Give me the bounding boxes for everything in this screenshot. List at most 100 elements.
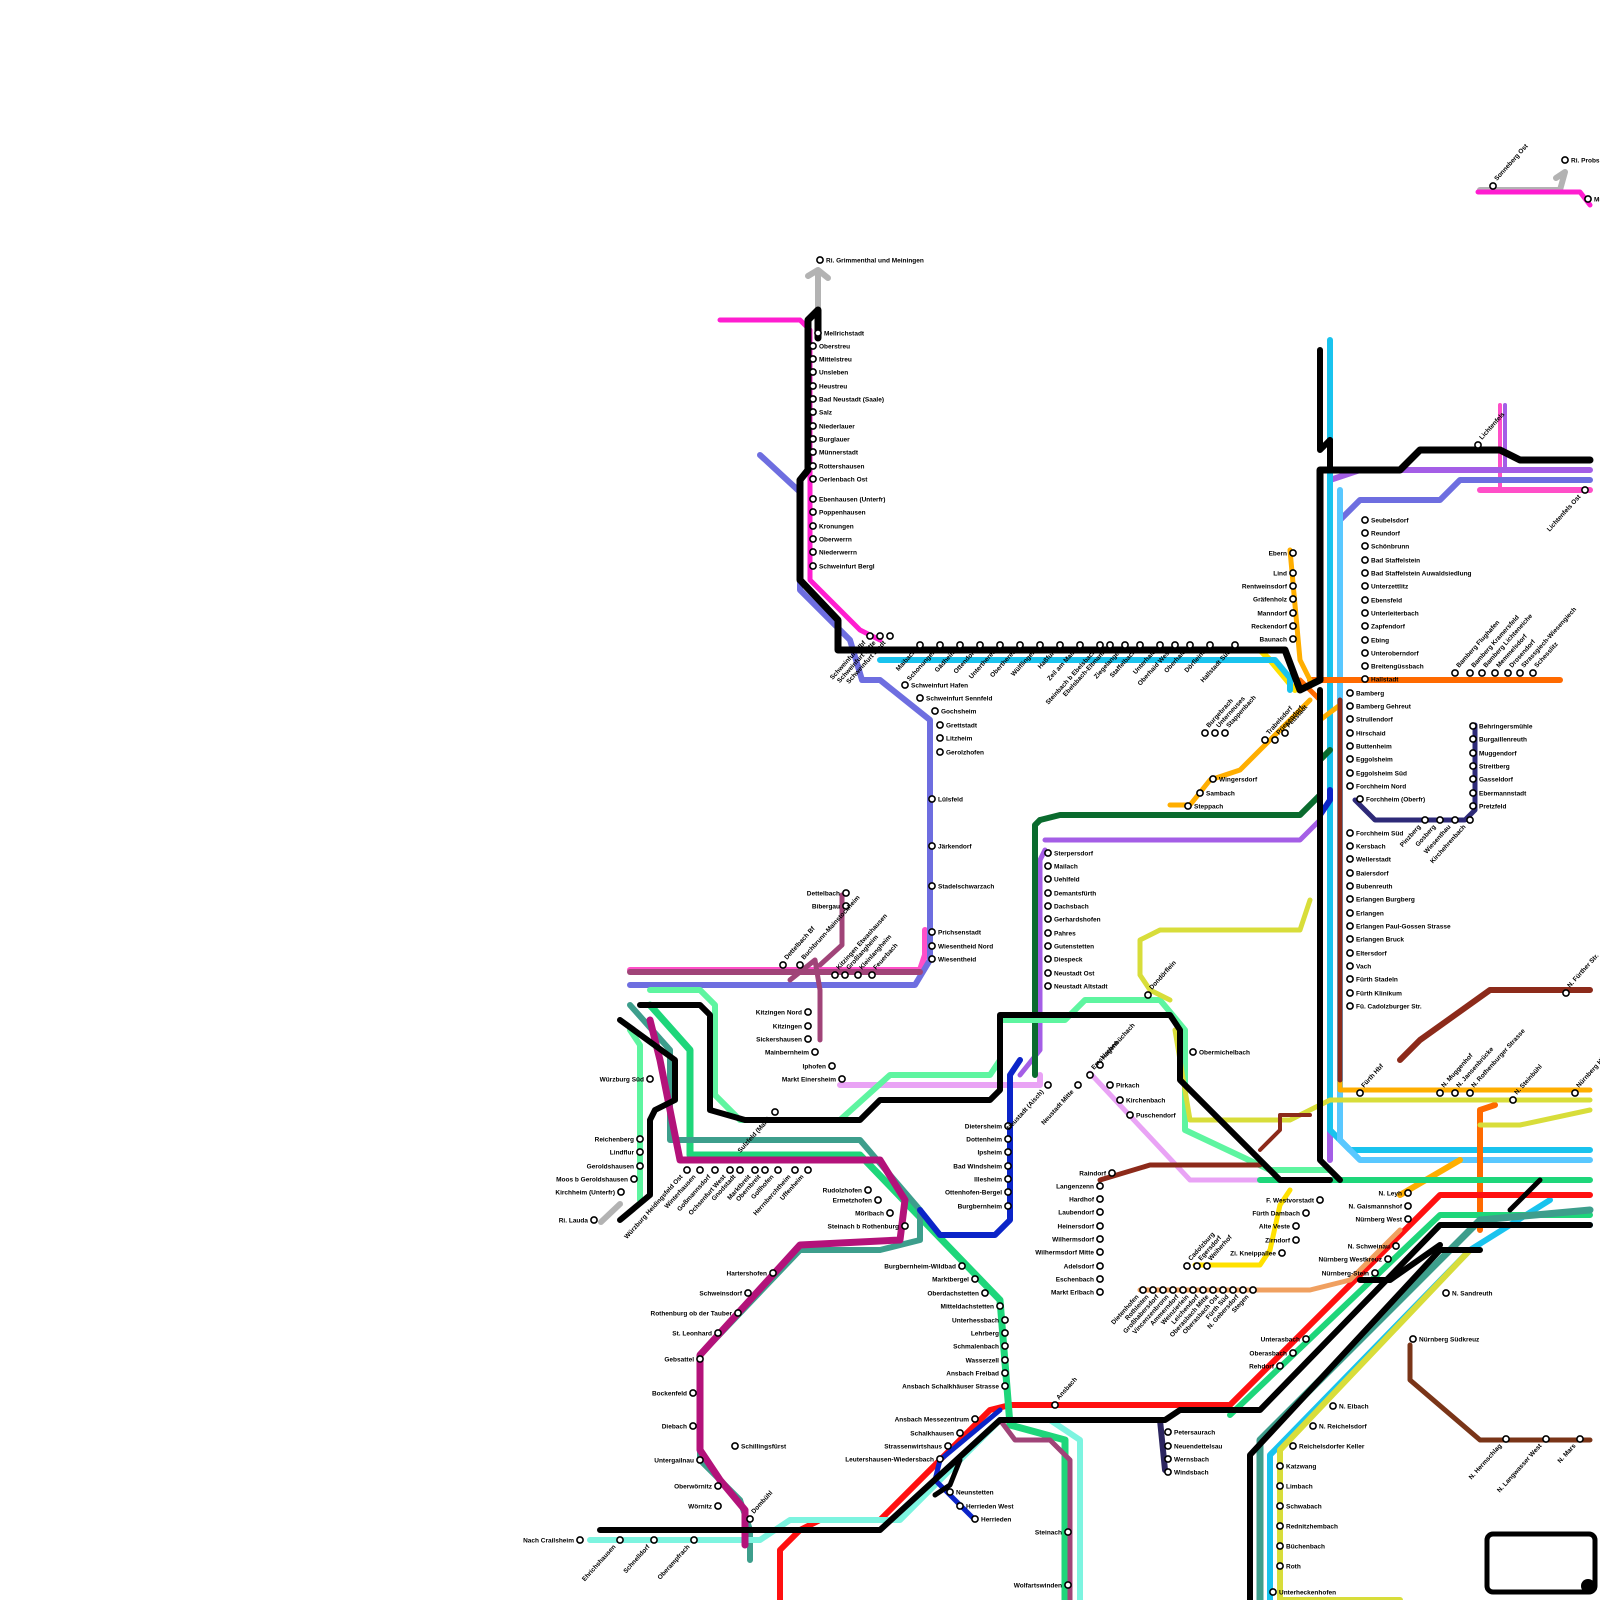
station-marker[interactable]: [637, 1163, 643, 1169]
station-marker[interactable]: [1347, 976, 1353, 982]
station-marker[interactable]: [647, 1076, 653, 1082]
station-marker[interactable]: [697, 1356, 703, 1362]
station-marker[interactable]: [1347, 896, 1353, 902]
station-marker[interactable]: [732, 1443, 738, 1449]
station-marker[interactable]: [1185, 803, 1191, 809]
station-marker[interactable]: [1097, 1249, 1103, 1255]
station-marker[interactable]: [1165, 1443, 1171, 1449]
station-marker[interactable]: [1503, 1436, 1509, 1442]
station-marker[interactable]: [1290, 583, 1296, 589]
station-marker[interactable]: [690, 1390, 696, 1396]
station-marker[interactable]: [1347, 770, 1353, 776]
station-marker[interactable]: [1097, 1236, 1103, 1242]
station-marker[interactable]: [1005, 1149, 1011, 1155]
station-marker[interactable]: [1002, 1357, 1008, 1363]
station-marker[interactable]: [1045, 983, 1051, 989]
station-marker[interactable]: [1530, 670, 1536, 676]
station-marker[interactable]: [1347, 936, 1353, 942]
station-marker[interactable]: [1577, 1436, 1583, 1442]
station-marker[interactable]: [1410, 1336, 1416, 1342]
station-marker[interactable]: [1045, 956, 1051, 962]
station-marker[interactable]: [867, 633, 873, 639]
station-marker[interactable]: [1097, 642, 1103, 648]
station-marker[interactable]: [957, 1503, 963, 1509]
station-marker[interactable]: [810, 549, 816, 555]
station-marker[interactable]: [810, 536, 816, 542]
station-marker[interactable]: [1505, 670, 1511, 676]
station-marker[interactable]: [817, 257, 823, 263]
station-marker[interactable]: [1347, 830, 1353, 836]
station-marker[interactable]: [1347, 783, 1353, 789]
station-marker[interactable]: [1005, 1176, 1011, 1182]
station-marker[interactable]: [1362, 557, 1368, 563]
station-marker[interactable]: [810, 383, 816, 389]
station-marker[interactable]: [747, 1516, 753, 1522]
station-marker[interactable]: [727, 1167, 733, 1173]
station-marker[interactable]: [929, 929, 935, 935]
station-marker[interactable]: [812, 1049, 818, 1055]
station-marker[interactable]: [762, 1167, 768, 1173]
station-marker[interactable]: [1127, 1112, 1133, 1118]
station-marker[interactable]: [1197, 790, 1203, 796]
station-marker[interactable]: [712, 1167, 718, 1173]
station-marker[interactable]: [780, 962, 786, 968]
station-marker[interactable]: [937, 1456, 943, 1462]
station-marker[interactable]: [957, 642, 963, 648]
station-marker[interactable]: [1330, 1403, 1336, 1409]
station-marker[interactable]: [997, 1303, 1003, 1309]
station-marker[interactable]: [1002, 1370, 1008, 1376]
station-marker[interactable]: [1277, 1543, 1283, 1549]
station-marker[interactable]: [1002, 1330, 1008, 1336]
station-marker[interactable]: [929, 796, 935, 802]
station-marker[interactable]: [1490, 183, 1496, 189]
station-marker[interactable]: [937, 642, 943, 648]
station-marker[interactable]: [1347, 910, 1353, 916]
station-marker[interactable]: [865, 1187, 871, 1193]
station-marker[interactable]: [1137, 642, 1143, 648]
station-marker[interactable]: [829, 1063, 835, 1069]
station-marker[interactable]: [1232, 642, 1238, 648]
station-marker[interactable]: [1582, 487, 1588, 493]
station-marker[interactable]: [617, 1537, 623, 1543]
station-marker[interactable]: [810, 463, 816, 469]
station-marker[interactable]: [810, 369, 816, 375]
station-marker[interactable]: [1347, 756, 1353, 762]
station-marker[interactable]: [810, 423, 816, 429]
station-marker[interactable]: [1303, 1336, 1309, 1342]
station-marker[interactable]: [1222, 730, 1228, 736]
station-marker[interactable]: [945, 1443, 951, 1449]
station-marker[interactable]: [1347, 703, 1353, 709]
station-marker[interactable]: [1220, 1287, 1226, 1293]
station-marker[interactable]: [1165, 1456, 1171, 1462]
station-marker[interactable]: [1279, 1250, 1285, 1256]
station-marker[interactable]: [1190, 1287, 1196, 1293]
station-marker[interactable]: [1277, 1363, 1283, 1369]
station-marker[interactable]: [1097, 1223, 1103, 1229]
station-marker[interactable]: [1357, 1090, 1363, 1096]
station-marker[interactable]: [1290, 623, 1296, 629]
station-marker[interactable]: [1347, 743, 1353, 749]
station-marker[interactable]: [1443, 1290, 1449, 1296]
station-marker[interactable]: [1052, 1402, 1058, 1408]
station-marker[interactable]: [810, 356, 816, 362]
station-marker[interactable]: [1140, 1287, 1146, 1293]
station-marker[interactable]: [1405, 1190, 1411, 1196]
station-marker[interactable]: [1005, 1163, 1011, 1169]
station-marker[interactable]: [937, 735, 943, 741]
station-marker[interactable]: [869, 972, 875, 978]
station-marker[interactable]: [684, 1167, 690, 1173]
station-marker[interactable]: [577, 1537, 583, 1543]
station-marker[interactable]: [1097, 1196, 1103, 1202]
station-marker[interactable]: [1362, 637, 1368, 643]
station-marker[interactable]: [1290, 550, 1296, 556]
station-marker[interactable]: [772, 1109, 778, 1115]
station-marker[interactable]: [1145, 992, 1151, 998]
station-marker[interactable]: [1303, 1210, 1309, 1216]
station-marker[interactable]: [1293, 1223, 1299, 1229]
station-marker[interactable]: [982, 1290, 988, 1296]
station-marker[interactable]: [1393, 1243, 1399, 1249]
station-marker[interactable]: [745, 1290, 751, 1296]
station-marker[interactable]: [1109, 1170, 1115, 1176]
station-marker[interactable]: [1562, 157, 1568, 163]
station-marker[interactable]: [1262, 737, 1268, 743]
